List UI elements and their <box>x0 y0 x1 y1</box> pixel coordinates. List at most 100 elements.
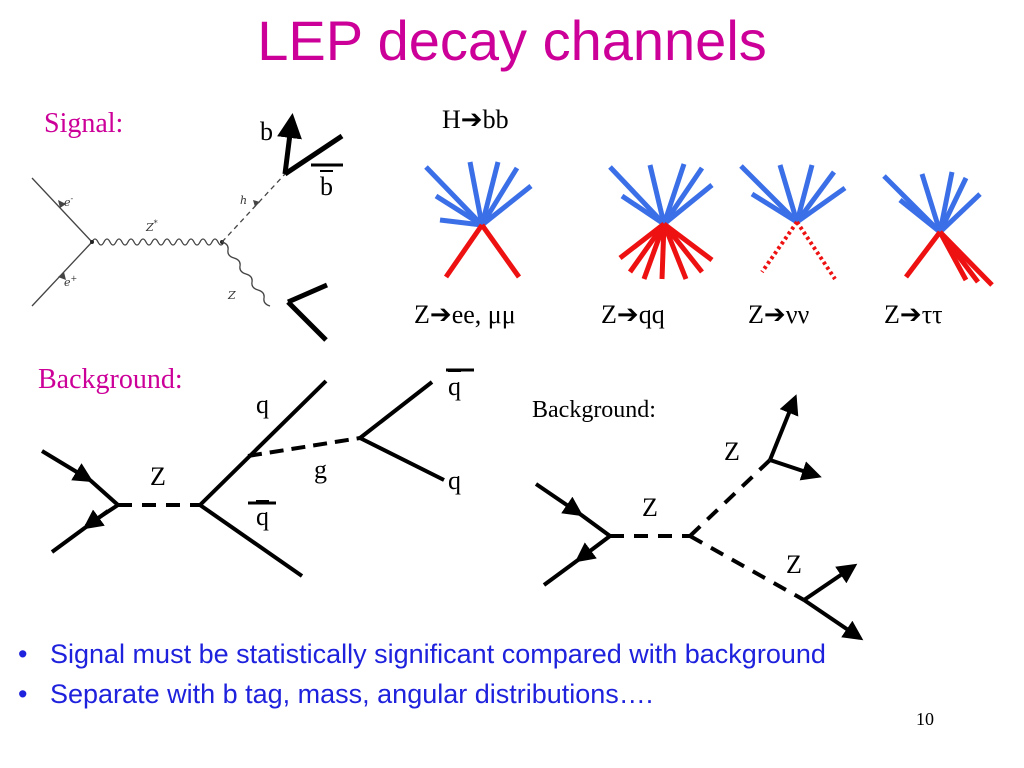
q-label-top: q <box>256 390 269 419</box>
channel-decay: νν <box>785 300 810 329</box>
b-jet-track <box>467 161 485 226</box>
signal-label: Signal: <box>44 108 124 139</box>
channel-decay: ττ <box>921 300 943 329</box>
background2-diagram <box>534 394 864 641</box>
bullet-dot-icon: • <box>18 679 28 709</box>
higgs-line <box>221 173 286 243</box>
b-jet-track <box>620 193 666 227</box>
bullet-list: • Signal must be statistically significa… <box>18 638 898 718</box>
hbb-label: H➔bb <box>442 105 509 135</box>
arrow-icon: ➔ <box>899 300 922 329</box>
b-jet-track <box>661 163 687 225</box>
b-jet-track <box>480 184 533 227</box>
tau-track <box>904 230 942 279</box>
arrow-icon: ➔ <box>763 300 786 329</box>
b-jet-track <box>439 217 483 228</box>
b-quark-label: b <box>260 117 273 146</box>
signal-feynman-diagram: e- e+ Z* h Z <box>31 173 286 307</box>
antifermion-tail <box>50 525 88 554</box>
gluon-quark-up <box>358 380 434 440</box>
jet-diagram-qq <box>608 163 714 280</box>
b-jet-track <box>479 166 520 227</box>
b-jet-track <box>794 164 815 223</box>
b-jet-track <box>938 192 982 234</box>
q-label-right-bottom: q <box>448 466 461 495</box>
neutrino-track <box>760 220 799 274</box>
gluon-label: g <box>314 455 327 484</box>
channel-z: Z <box>748 300 764 329</box>
bullet-text: Separate with b tag, mass, angular distr… <box>50 679 654 709</box>
b-jet-track <box>424 165 484 227</box>
signal-b-jets <box>277 113 344 177</box>
channel-label-qq: Z➔qq <box>601 300 665 330</box>
lepton-track <box>443 223 485 279</box>
vertex-dot <box>90 240 94 244</box>
channel-label-ee-mumu: Z➔ee, μμ <box>414 300 516 330</box>
background-label-2: Background: <box>532 397 656 423</box>
bullet-item: • Signal must be statistically significa… <box>18 638 898 670</box>
z-wavy-line <box>221 241 271 307</box>
quark-jet-track <box>641 223 667 280</box>
z-lower-decay-down <box>802 598 864 641</box>
z-label-bg2-lower: Z <box>786 550 802 579</box>
feyn-h: h <box>240 194 247 207</box>
b-jet-track <box>794 170 837 224</box>
antiquark-line <box>198 503 304 578</box>
feyn-zstar: Z* <box>145 219 158 234</box>
page-number: 10 <box>916 709 934 729</box>
b-jet-track <box>647 164 667 225</box>
z-decay-line-down <box>286 300 328 342</box>
neutrino-track <box>795 220 837 281</box>
jet-diagram-nunu <box>739 164 847 281</box>
jet-diagram-tautau <box>882 171 994 287</box>
b-jet-track <box>795 185 847 225</box>
z-label-bg1: Z <box>150 462 166 491</box>
hbb-suffix: bb <box>482 105 509 134</box>
b-jet-track <box>434 193 484 228</box>
z-upper-dashed <box>688 458 772 538</box>
z-upper-decay-up <box>768 394 799 461</box>
qbar-label: q <box>256 502 269 531</box>
jet-diagram-ee-mumu <box>424 161 533 279</box>
gluon-quark-down <box>359 436 445 482</box>
channel-decay: ee, μμ <box>451 300 516 329</box>
channel-decay: qq <box>638 300 665 329</box>
feyn-eplus: e+ <box>64 274 77 289</box>
z-decay-line-up <box>287 282 328 305</box>
b-jet-track <box>661 166 705 226</box>
b-jet-track <box>937 176 969 234</box>
quark-jet-track <box>618 222 666 260</box>
zstar-propagator <box>91 238 225 246</box>
channel-z: Z <box>414 300 430 329</box>
z-upper-decay-right <box>769 458 822 481</box>
bullet-dot-icon: • <box>18 639 28 669</box>
background1-diagram <box>40 379 445 578</box>
b-jet-track <box>750 191 799 225</box>
quark-jet-track <box>662 222 704 274</box>
incoming-fermion-tail <box>88 478 120 507</box>
channel-label-tautau: Z➔ττ <box>884 300 943 330</box>
z-label-bg2-upper: Z <box>724 437 740 466</box>
gluon-dashed <box>247 436 361 458</box>
quark-jet-track <box>661 223 689 280</box>
signal-z-decay <box>286 282 328 342</box>
b-jet-arrow <box>277 113 302 175</box>
incoming-antifermion <box>574 534 612 563</box>
b-jet-track <box>739 164 799 224</box>
z-lower-decay-up <box>802 563 858 602</box>
lepton-track <box>479 223 522 279</box>
hbb-prefix: H <box>442 105 461 134</box>
b-jet-track <box>919 173 943 233</box>
page-title: LEP decay channels <box>257 9 767 72</box>
bullet-item: • Separate with b tag, mass, angular dis… <box>18 678 898 710</box>
b-jet-track <box>662 183 714 226</box>
incoming-fermion <box>40 449 94 483</box>
higgs-arrow-icon <box>253 200 260 207</box>
b-jet-track <box>898 198 942 234</box>
channel-label-nunu: Z➔νν <box>748 300 809 330</box>
arrow-icon: ➔ <box>460 105 483 134</box>
tau-track <box>938 230 994 287</box>
arrow-icon: ➔ <box>429 300 452 329</box>
electron-arrow-icon <box>58 200 66 208</box>
